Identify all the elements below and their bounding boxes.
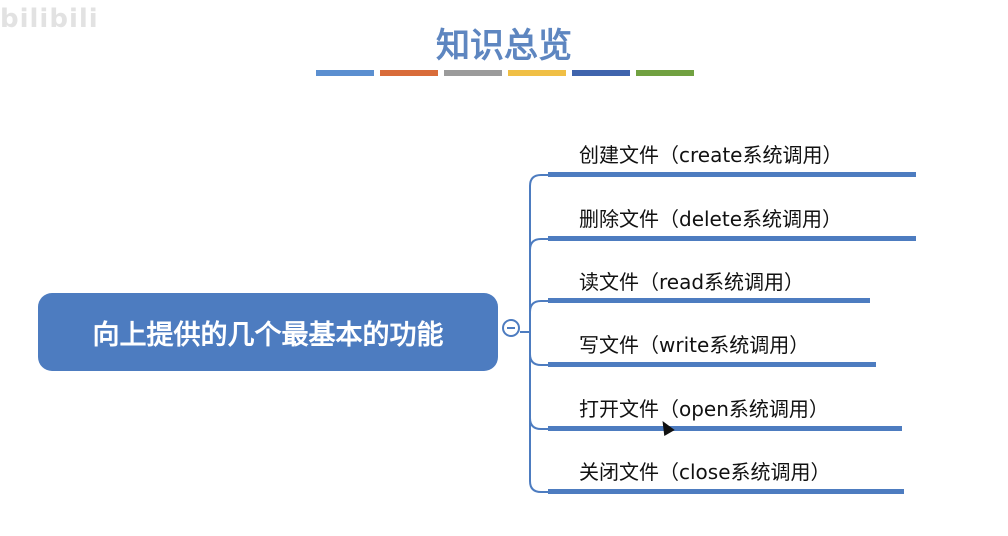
color-bar bbox=[636, 70, 694, 76]
branch-write-label: 写文件（write系统调用） bbox=[579, 333, 810, 357]
branch-close-line bbox=[548, 489, 904, 494]
branch-delete-line bbox=[548, 236, 916, 241]
branch-delete-label: 删除文件（delete系统调用） bbox=[579, 207, 843, 231]
connector-branch bbox=[529, 238, 548, 251]
connector-branch bbox=[529, 353, 548, 366]
branch-write-line bbox=[548, 362, 876, 367]
page-title: 知识总览 bbox=[436, 26, 572, 66]
branch-create-line bbox=[548, 172, 916, 177]
color-bar bbox=[572, 70, 630, 76]
branch-create-label: 创建文件（create系统调用） bbox=[579, 143, 843, 167]
connector-branch bbox=[529, 417, 548, 430]
color-bar bbox=[380, 70, 438, 76]
collapse-toggle-icon[interactable] bbox=[502, 319, 520, 337]
branch-open-label: 打开文件（open系统调用） bbox=[579, 397, 829, 421]
bilibili-watermark: bilibili bbox=[0, 4, 99, 34]
color-bar bbox=[444, 70, 502, 76]
branch-open-line bbox=[548, 426, 902, 431]
root-node[interactable]: 向上提供的几个最基本的功能 bbox=[38, 293, 498, 371]
root-node-label: 向上提供的几个最基本的功能 bbox=[92, 319, 444, 351]
color-bar bbox=[508, 70, 566, 76]
connector-trunk bbox=[529, 174, 548, 493]
color-bar bbox=[316, 70, 374, 76]
branch-close-label: 关闭文件（close系统调用） bbox=[579, 460, 831, 484]
branch-read-line bbox=[548, 298, 870, 303]
connector-branch bbox=[529, 300, 548, 313]
branch-read-label: 读文件（read系统调用） bbox=[579, 270, 805, 294]
